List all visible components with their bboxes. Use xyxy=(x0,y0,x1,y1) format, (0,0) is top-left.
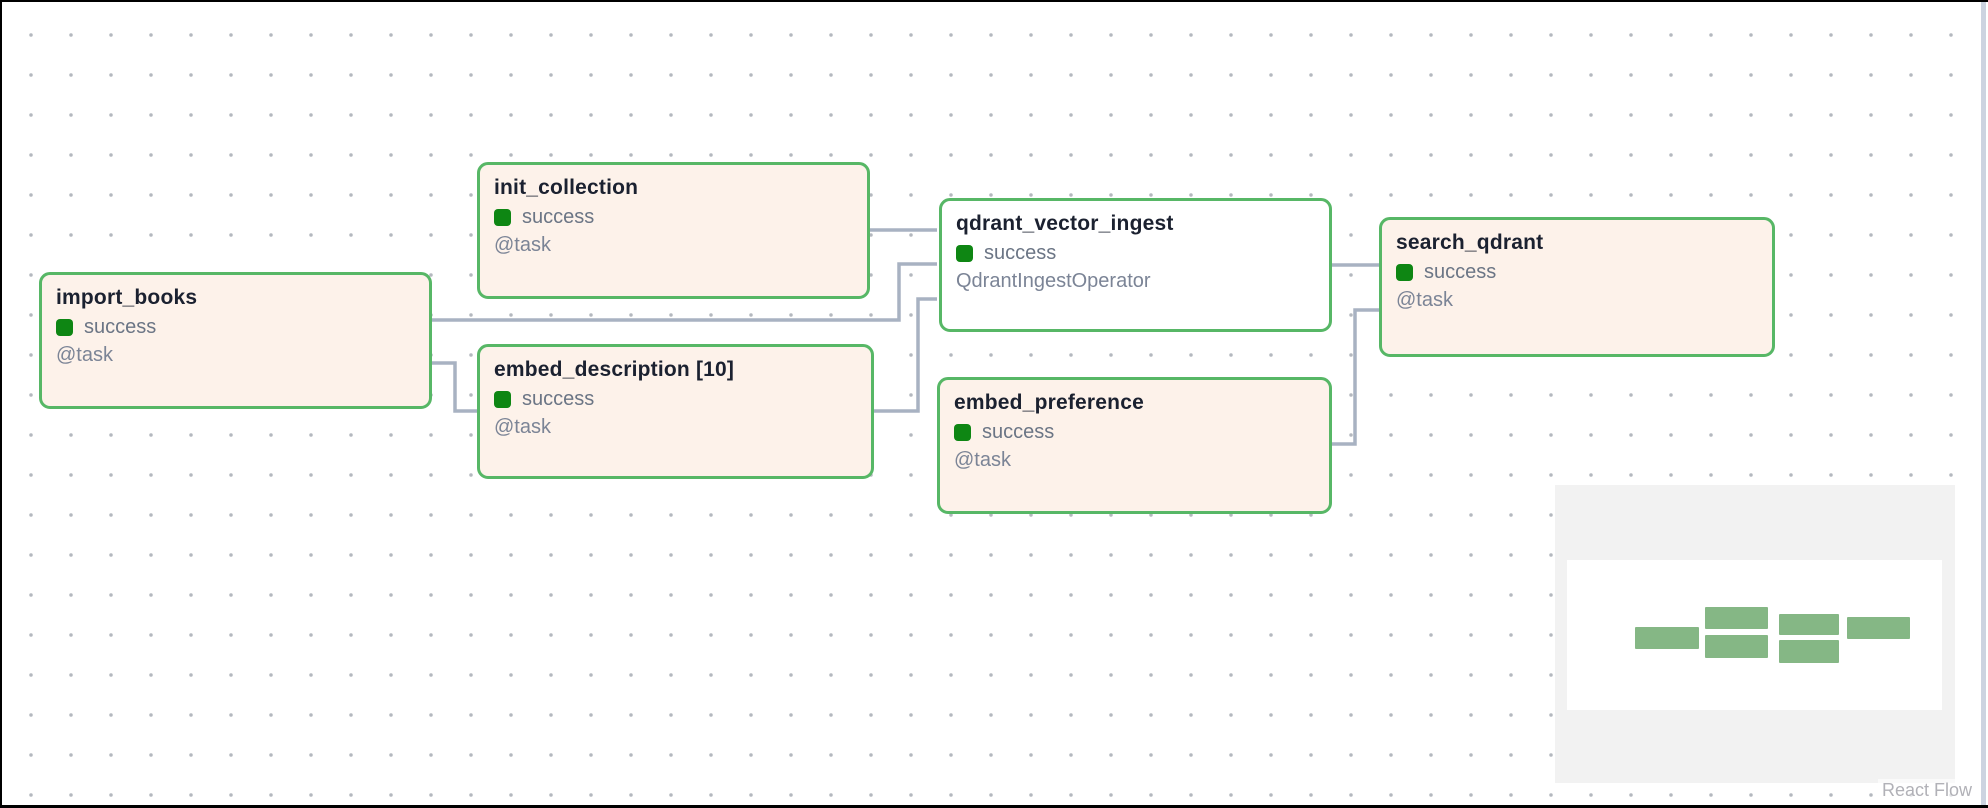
task-status-row: success xyxy=(56,316,415,339)
react-flow-attribution[interactable]: React Flow xyxy=(1877,779,1976,802)
task-node-embed_description[interactable]: embed_description [10] success @task xyxy=(477,344,874,479)
task-operator-label: @task xyxy=(494,416,551,438)
status-success-icon xyxy=(56,319,73,336)
task-operator-label: QdrantIngestOperator xyxy=(956,270,1151,292)
edge-import_books-to-embed_description xyxy=(432,361,477,413)
task-operator-label: @task xyxy=(1396,289,1453,311)
task-operator-label: @task xyxy=(954,449,1011,471)
edge-embed_description-to-qdrant_vector_ingest xyxy=(874,297,937,413)
minimap-node-embed_preference xyxy=(1779,640,1839,663)
status-success-icon xyxy=(954,424,971,441)
task-title: qdrant_vector_ingest xyxy=(956,212,1174,235)
status-success-icon xyxy=(494,391,511,408)
task-status-label: success xyxy=(522,388,595,410)
minimap-node-search_qdrant xyxy=(1847,617,1910,639)
task-status-row: success xyxy=(1396,261,1758,284)
edge-embed_preference-to-search_qdrant xyxy=(1332,308,1379,446)
task-status-label: success xyxy=(984,242,1057,264)
status-success-icon xyxy=(1396,264,1413,281)
minimap[interactable] xyxy=(1555,485,1955,783)
task-title: search_qdrant xyxy=(1396,231,1544,254)
minimap-node-qdrant_vector_ingest xyxy=(1779,614,1839,635)
minimap-node-embed_description xyxy=(1705,635,1768,658)
task-title: embed_preference xyxy=(954,391,1144,414)
task-status-label: success xyxy=(84,316,157,338)
task-status-label: success xyxy=(982,421,1055,443)
task-operator-label: @task xyxy=(56,344,113,366)
task-title: init_collection xyxy=(494,176,639,199)
status-success-icon xyxy=(956,245,973,262)
task-status-row: success xyxy=(494,388,857,411)
task-status-row: success xyxy=(954,421,1315,444)
status-success-icon xyxy=(494,209,511,226)
task-status-row: success xyxy=(494,206,853,229)
task-title: embed_description [10] xyxy=(494,358,735,381)
minimap-node-import_books xyxy=(1635,627,1699,649)
task-title: import_books xyxy=(56,286,198,309)
scrollbar-track[interactable] xyxy=(1981,2,1986,805)
task-operator-label: @task xyxy=(494,234,551,256)
task-status-row: success xyxy=(956,242,1315,265)
task-status-label: success xyxy=(522,206,595,228)
task-status-label: success xyxy=(1424,261,1497,283)
minimap-node-init_collection xyxy=(1705,607,1768,629)
